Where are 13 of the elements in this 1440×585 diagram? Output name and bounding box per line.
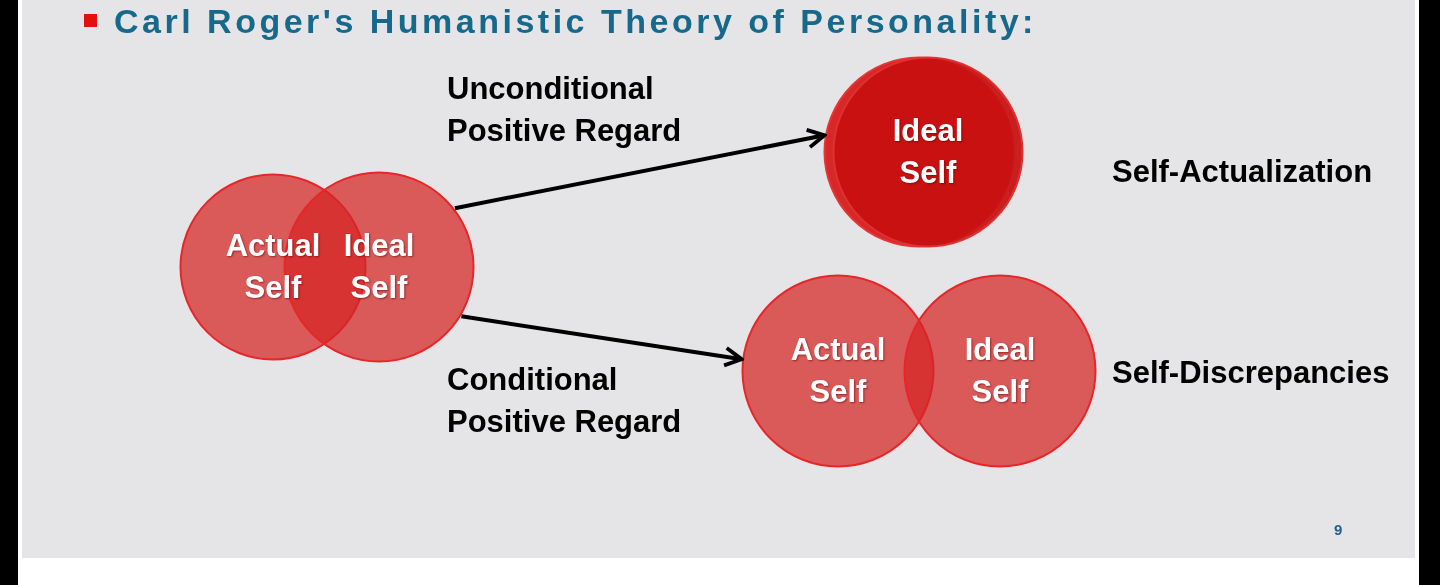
circle-label: Actual Self: [224, 227, 322, 307]
circle-label: Ideal Self: [891, 112, 965, 192]
outcome-label: Self-Actualization: [1112, 154, 1373, 190]
edge-label: Unconditional Positive Regard: [447, 70, 683, 150]
circle-label: Actual Self: [789, 331, 887, 411]
circle-label: Ideal Self: [342, 227, 416, 307]
page-number: 9: [1334, 521, 1343, 539]
slide-title: Carl Roger's Humanistic Theory of Personality:: [114, 1, 1037, 42]
arrow: [454, 127, 827, 211]
outcome-label: Self-Discrepancies: [1112, 355, 1390, 391]
arrow: [461, 314, 744, 368]
edge-label: Conditional Positive Regard: [447, 361, 683, 441]
circle-label: Ideal Self: [963, 331, 1037, 411]
